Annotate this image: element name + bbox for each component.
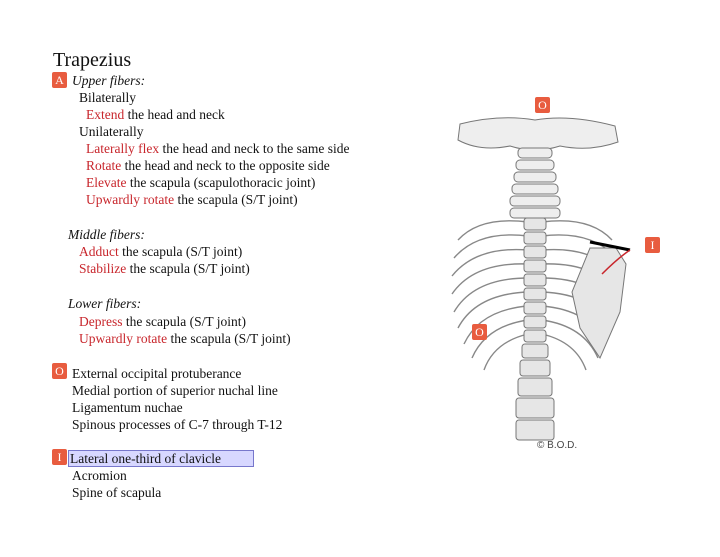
vertebra <box>523 273 547 287</box>
vertebra <box>523 231 547 245</box>
rib <box>453 234 529 259</box>
vertebra <box>517 147 553 159</box>
rib <box>541 319 599 359</box>
badge-origin-image: O <box>472 324 487 340</box>
action-lateral-flex: Laterally flex the head and neck to the … <box>86 141 350 156</box>
action-depress: Depress the scapula (S/T joint) <box>79 314 246 329</box>
rib <box>457 291 529 329</box>
vertebra <box>517 377 553 397</box>
lower-fibers-heading: Lower fibers: <box>68 296 142 311</box>
rib <box>457 220 529 241</box>
action-adduct: Adduct the scapula (S/T joint) <box>79 244 243 259</box>
badge-insertion-image: I <box>645 237 660 253</box>
rib <box>451 263 529 295</box>
vertebra <box>523 217 547 231</box>
vertebra <box>515 397 555 419</box>
vertebra <box>523 329 547 343</box>
vertebra <box>509 207 561 219</box>
action-upwardly-rotate-lower: Upwardly rotate the scapula (S/T joint) <box>79 331 291 346</box>
origin-item: Spinous processes of C-7 through T-12 <box>72 417 283 432</box>
rib <box>463 305 529 345</box>
vertebra <box>513 171 557 183</box>
origin-item: Medial portion of superior nuchal line <box>72 383 278 398</box>
vertebra <box>519 359 551 377</box>
vertebra <box>515 419 555 441</box>
vertebra <box>523 315 547 329</box>
insertion-item: Lateral one-third of clavicle <box>70 451 222 466</box>
action-stabilize: Stabilize the scapula (S/T joint) <box>79 261 250 276</box>
copyright-text: © B.O.D. <box>537 440 578 451</box>
action-extend: Extend the head and neck <box>86 107 225 122</box>
vertebra <box>523 301 547 315</box>
unilaterally-label: Unilaterally <box>79 124 144 139</box>
clavicle-line <box>589 240 631 252</box>
trapezius-line <box>601 249 631 275</box>
scapula <box>571 247 627 360</box>
bilaterally-label: Bilaterally <box>79 90 136 105</box>
vertebra <box>515 159 555 171</box>
rib <box>453 277 529 313</box>
action-upwardly-rotate-upper: Upwardly rotate the scapula (S/T joint) <box>86 192 298 207</box>
skull-base <box>457 117 619 151</box>
rib <box>471 319 529 359</box>
rib <box>483 333 529 371</box>
origin-item: External occipital protuberance <box>72 366 242 381</box>
action-rotate: Rotate the head and neck to the opposite… <box>86 158 330 173</box>
origin-item: Ligamentum nuchae <box>72 400 183 415</box>
badge-origin-image: O <box>535 97 550 113</box>
action-elevate: Elevate the scapula (scapulothoracic joi… <box>86 175 316 190</box>
skeleton-illustration <box>451 117 631 441</box>
vertebra <box>511 183 559 195</box>
page-title: Trapezius <box>53 49 132 71</box>
vertebra <box>521 343 549 359</box>
rib <box>541 333 587 371</box>
insertion-item: Spine of scapula <box>72 485 162 500</box>
middle-fibers-heading: Middle fibers: <box>68 227 145 242</box>
vertebra <box>523 259 547 273</box>
vertebra <box>523 287 547 301</box>
insertion-item: Acromion <box>72 468 127 483</box>
upper-fibers-heading: Upper fibers: <box>72 73 146 88</box>
vertebra <box>509 195 561 207</box>
badge-origin: O <box>52 363 67 379</box>
badge-action: A <box>52 72 67 88</box>
rib <box>541 220 613 241</box>
badge-insertion: I <box>52 449 67 465</box>
insertion-highlight <box>68 450 254 467</box>
rib <box>451 248 529 277</box>
vertebra <box>523 245 547 259</box>
